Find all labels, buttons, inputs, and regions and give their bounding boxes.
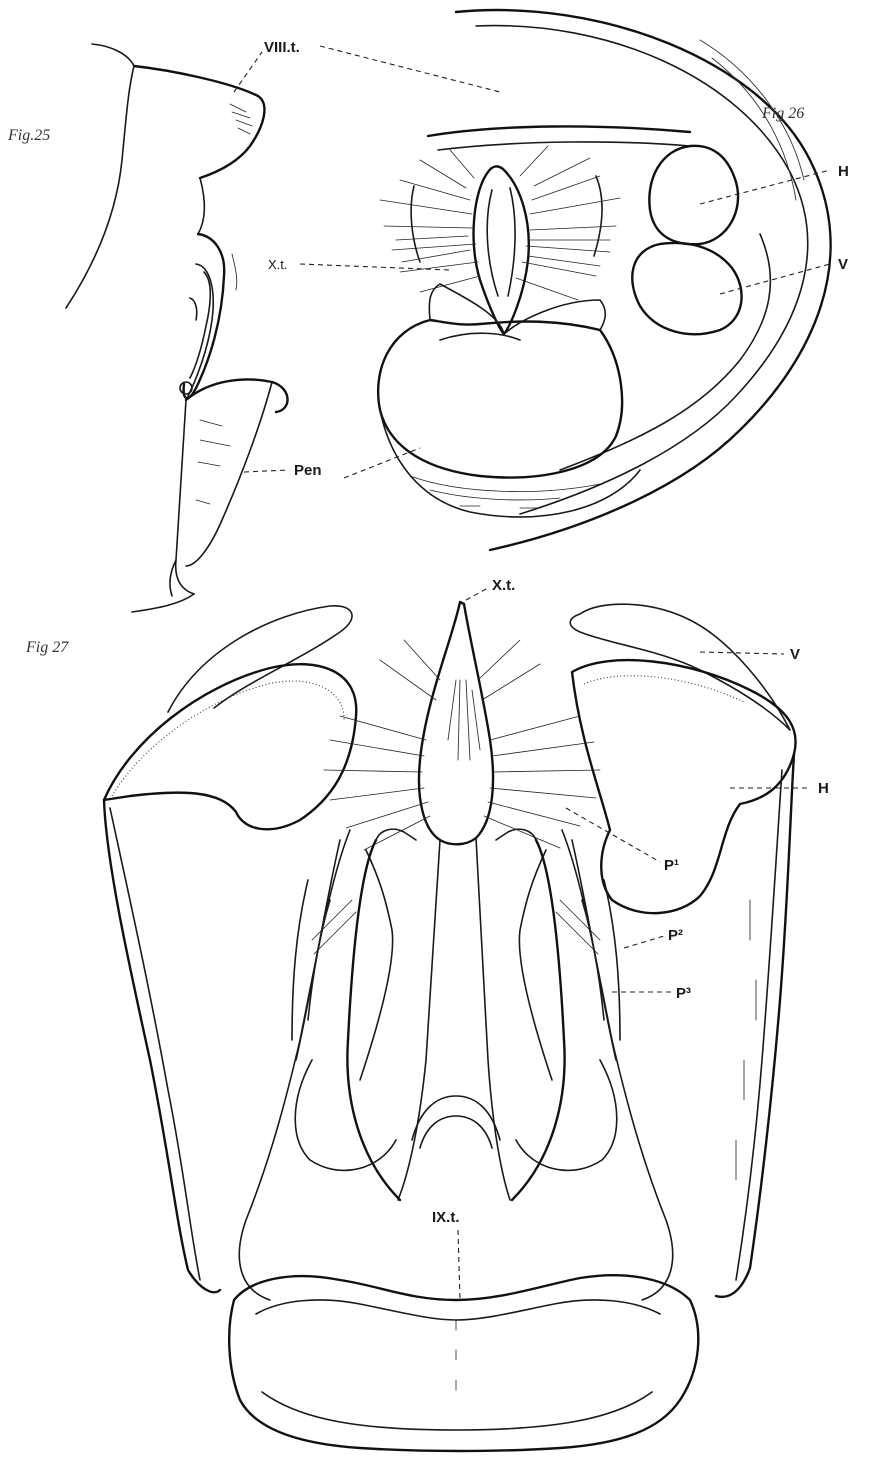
label-x-tergite: X.t. bbox=[492, 577, 515, 594]
label-penis: Pen bbox=[294, 462, 322, 479]
label-ix-tergite: IX.t. bbox=[432, 1209, 460, 1226]
figure-25-caption: Fig.25 bbox=[7, 127, 50, 144]
label-paramere-1: P¹ bbox=[664, 857, 679, 874]
label-v-fig26: V bbox=[838, 256, 848, 273]
figure-27-caption: Fig 27 bbox=[25, 639, 69, 656]
figure-26-drawing bbox=[378, 10, 830, 550]
label-viii-tergite: VIII.t. bbox=[264, 39, 300, 56]
label-h-fig26: H bbox=[838, 163, 849, 180]
label-h-fig27: H bbox=[818, 780, 829, 797]
label-paramere-2: P² bbox=[668, 927, 683, 944]
leader-lines bbox=[234, 46, 830, 1300]
label-v-fig27: V bbox=[790, 646, 800, 663]
figure-25-drawing bbox=[66, 44, 288, 612]
label-paramere-3: P³ bbox=[676, 985, 691, 1002]
figure-27-drawing bbox=[104, 602, 796, 1451]
figure-26-caption: Fig 26 bbox=[761, 105, 804, 122]
label-x-tergite-small: X.t. bbox=[268, 257, 288, 272]
